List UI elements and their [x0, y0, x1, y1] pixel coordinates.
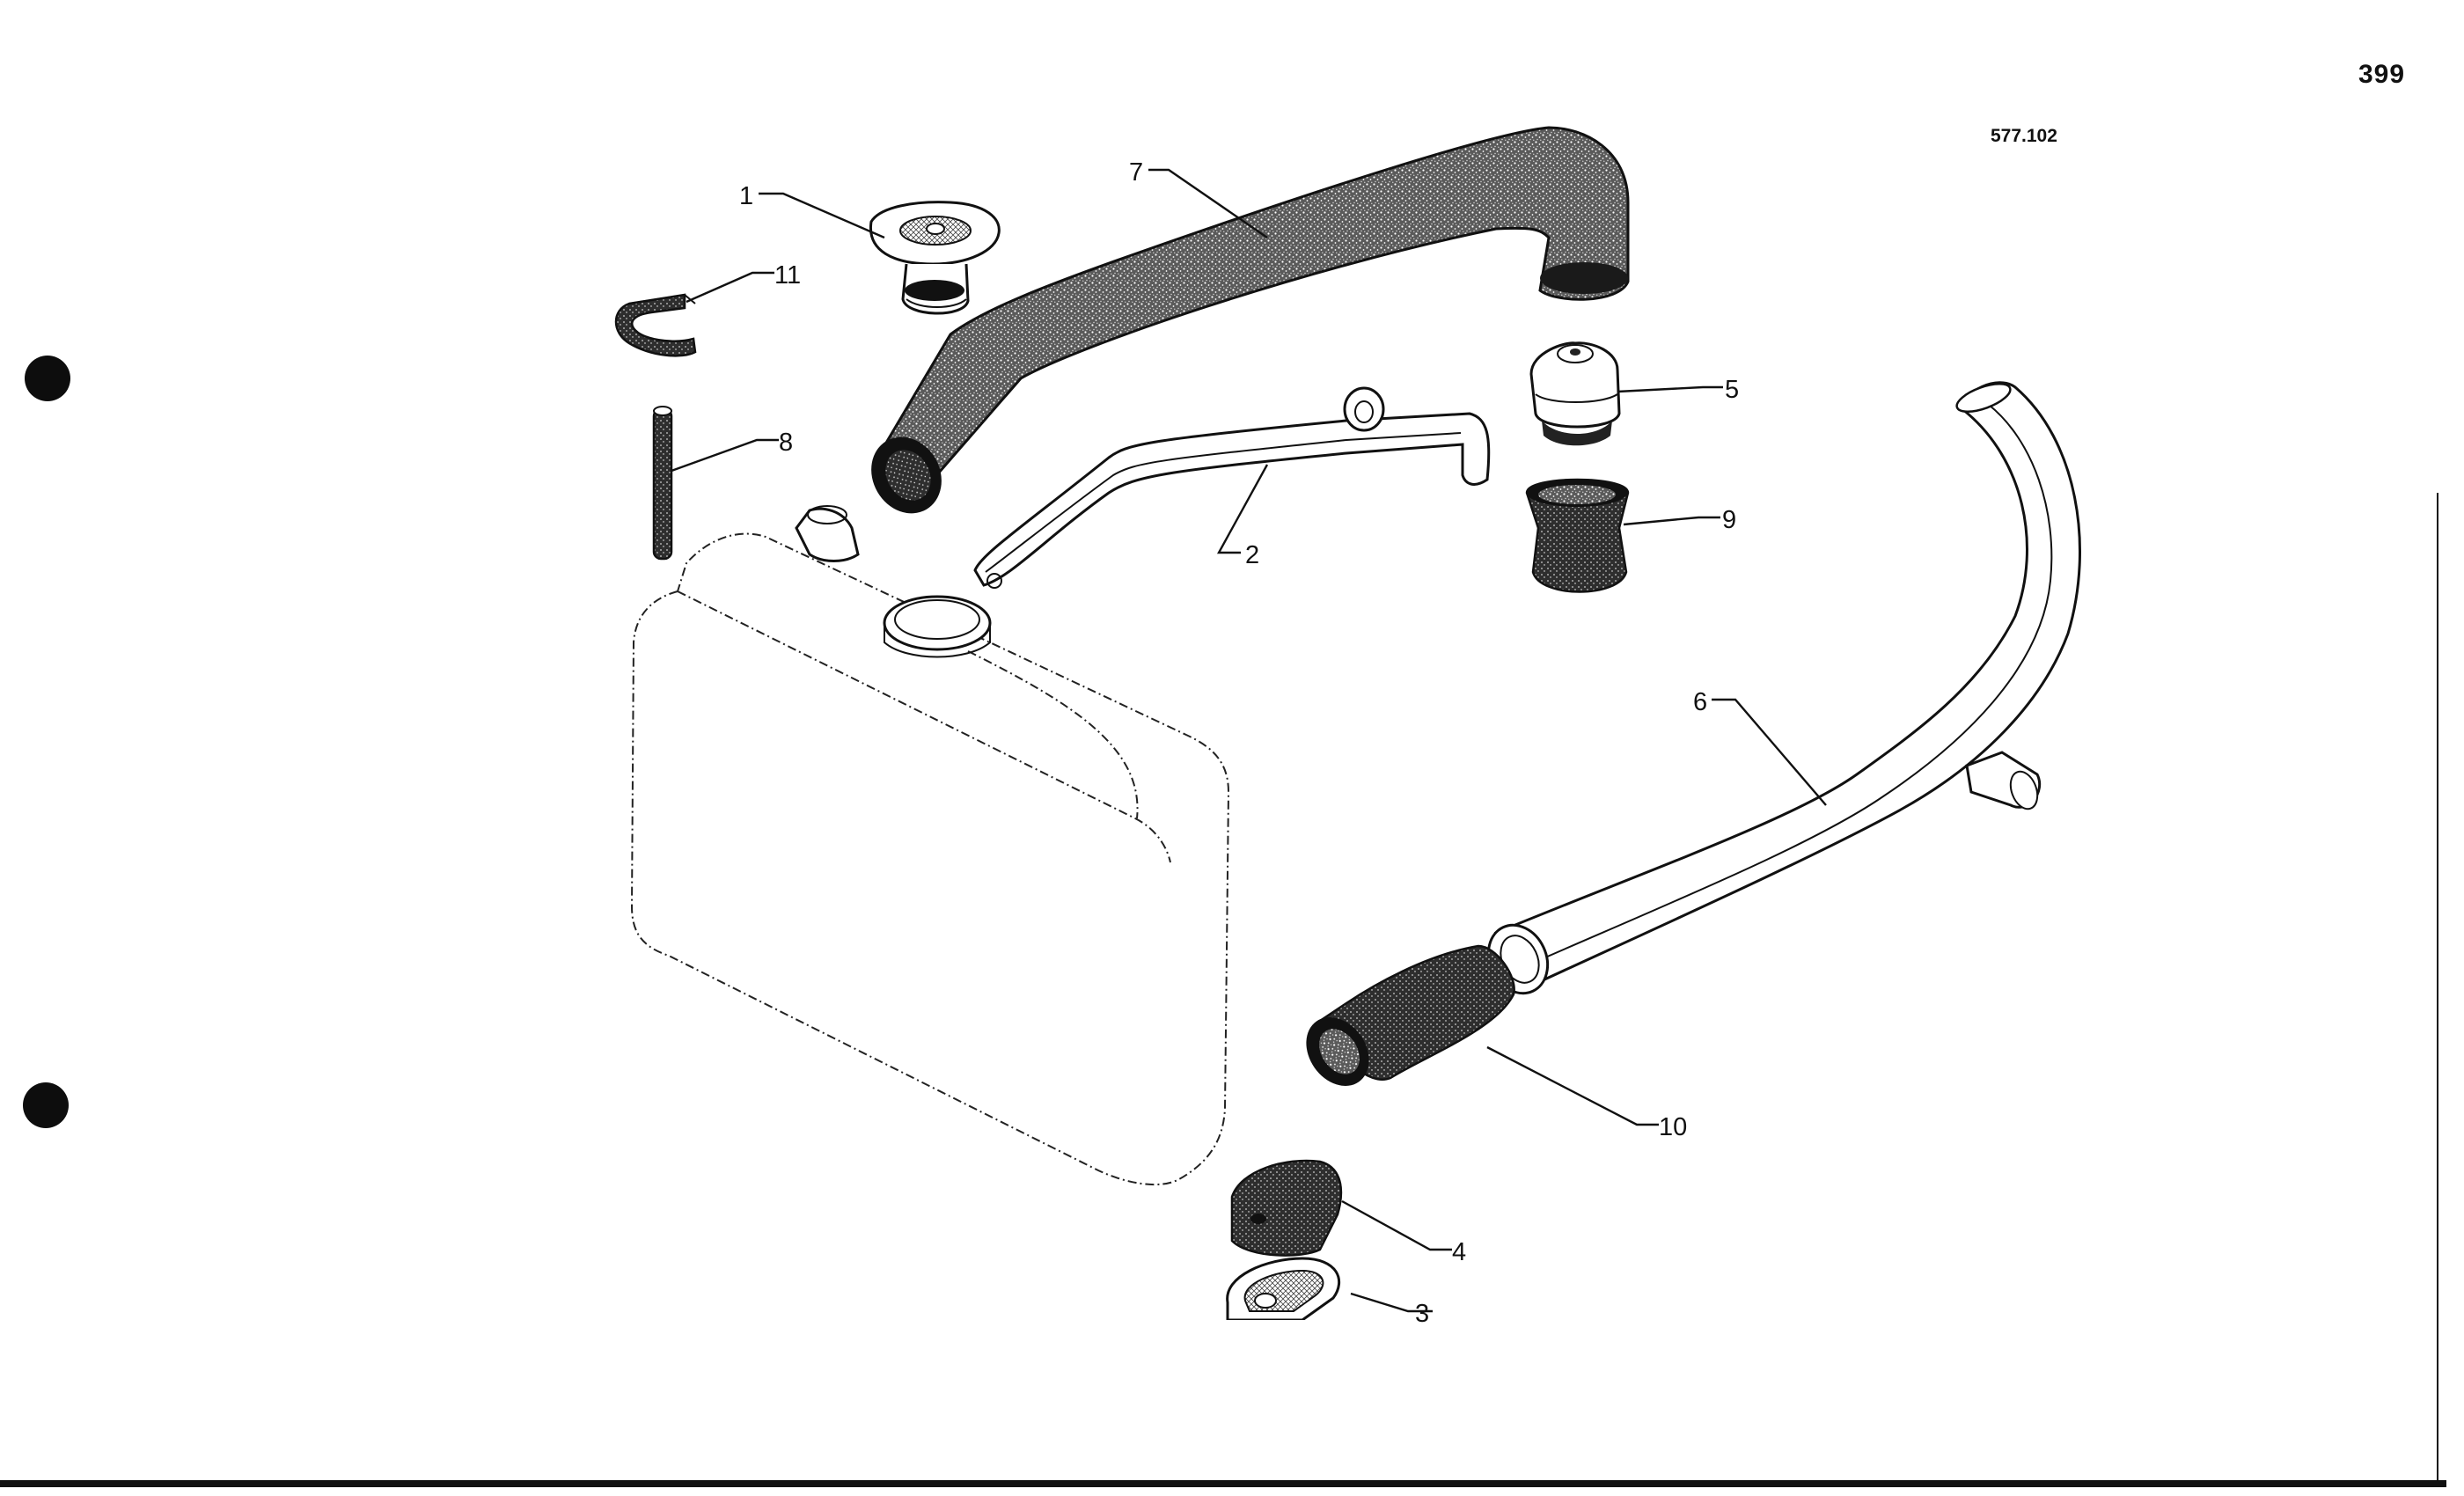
leader-3	[1350, 1292, 1433, 1313]
leader-5	[1617, 385, 1723, 393]
leader-8	[671, 438, 779, 473]
radiator-cap-icon	[869, 201, 1001, 315]
coolant-tank-icon	[630, 505, 1230, 1185]
leader-6	[1712, 698, 1827, 806]
callout-label-1: 1	[739, 182, 753, 210]
callout-label-9: 9	[1722, 506, 1736, 534]
callout-label-10: 10	[1659, 1113, 1687, 1141]
leader-9	[1623, 516, 1720, 526]
leader-10	[1486, 1045, 1659, 1126]
leader-2	[1216, 464, 1269, 554]
callout-label-6: 6	[1693, 688, 1707, 716]
callout-label-5: 5	[1725, 376, 1739, 404]
drawing-reference: 577.102	[1991, 126, 2057, 146]
rubber-sleeve-icon	[1525, 478, 1630, 593]
callout-label-4: 4	[1452, 1238, 1466, 1266]
grommet-base-icon	[1223, 1257, 1341, 1325]
leader-7	[1148, 168, 1268, 238]
leader-1	[759, 192, 885, 239]
mounting-strap-icon	[973, 386, 1491, 589]
leader-lines	[671, 168, 1827, 1313]
callout-label-8: 8	[779, 429, 793, 457]
hose-clip-icon	[614, 293, 697, 357]
rubber-hose-icon	[871, 126, 1630, 514]
metal-pipe-icon	[1486, 381, 2081, 995]
callout-label-2: 2	[1245, 541, 1259, 569]
callout-label-3: 3	[1415, 1300, 1429, 1328]
callout-label-11: 11	[774, 261, 801, 290]
callout-labels: 1 2 3 4 5 6 7 8 9 10 11	[739, 158, 1739, 1328]
valve-plug-icon	[1529, 341, 1621, 446]
punch-hole-top	[25, 356, 70, 401]
hose-connector-icon	[1306, 944, 1515, 1086]
small-tube-icon	[652, 406, 673, 561]
leader-4	[1341, 1199, 1452, 1251]
punch-hole-bottom	[23, 1082, 69, 1128]
leader-11	[686, 271, 774, 304]
rubber-pad-icon	[1230, 1159, 1343, 1257]
callout-label-7: 7	[1129, 158, 1143, 187]
bottom-border	[0, 1480, 2446, 1487]
page-number: 399	[2358, 60, 2406, 89]
